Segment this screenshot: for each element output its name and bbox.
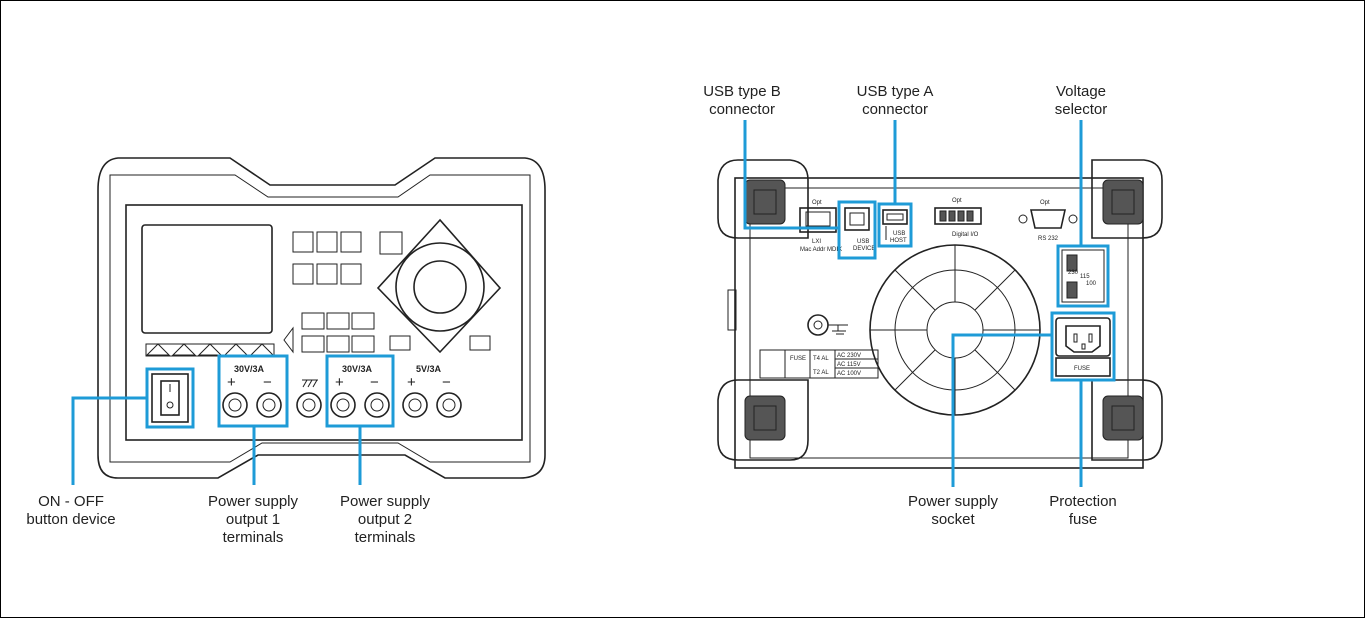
lan-port: Opt LXI Mac Addr MDIX [799, 200, 842, 253]
usb-a-label: USB type A connector [857, 83, 934, 118]
corner-bumpers [717, 159, 1163, 461]
spec-table: FUSE AC 230V AC 115V AC 100V T4 AL T2 AL [759, 349, 879, 379]
socket-label: Power supply socket [908, 493, 999, 528]
svg-text:Opt: Opt [1040, 200, 1050, 206]
ground-terminal [807, 314, 848, 336]
fuse-label: Protection fuse [1049, 493, 1117, 528]
minus-sign: − [442, 374, 451, 391]
svg-text:terminals: terminals [355, 529, 416, 546]
svg-text:DEVICE: DEVICE [853, 246, 875, 252]
usb-b-label: USB type B connector [703, 83, 781, 118]
svg-text:FUSE: FUSE [790, 356, 806, 362]
plus-sign: + [407, 374, 416, 391]
plus-sign: + [227, 374, 236, 391]
keypad [283, 231, 403, 354]
svg-text:Mac Addr MDIX: Mac Addr MDIX [800, 247, 842, 253]
plus-sign: + [335, 374, 344, 391]
svg-text:output 2: output 2 [358, 511, 412, 528]
output1-rating: 30V/3A [234, 364, 265, 374]
svg-text:115: 115 [1080, 274, 1090, 280]
svg-text:HOST: HOST [890, 238, 907, 244]
svg-text:AC 230V: AC 230V [837, 353, 861, 359]
svg-text:FUSE: FUSE [1074, 366, 1090, 372]
soft-keys [145, 343, 275, 357]
usb-a-port: USB HOST [882, 209, 908, 244]
power-socket [1055, 317, 1111, 357]
svg-text:Voltage: Voltage [1056, 83, 1106, 100]
onoff-label: ON - OFF button device [26, 493, 115, 528]
svg-text:100: 100 [1086, 281, 1097, 287]
fan-grille [869, 244, 1041, 416]
socket-callout-box [1050, 311, 1116, 382]
svg-text:USB: USB [893, 231, 905, 237]
output2-label: Power supply output 2 terminals [340, 493, 431, 546]
usb-b-leader [743, 120, 839, 230]
svg-text:RS 232: RS 232 [1038, 236, 1059, 242]
svg-text:T4 AL: T4 AL [813, 356, 829, 362]
svg-text:AC 115V: AC 115V [837, 362, 861, 368]
voltage-selector: 230 115 100 [1061, 249, 1105, 303]
output3-rating: 5V/3A [416, 364, 442, 374]
svg-text:Opt: Opt [812, 200, 822, 206]
svg-text:230: 230 [1068, 270, 1079, 276]
digital-io-connector: Opt Digital I/O [934, 198, 982, 238]
svg-text:USB type B: USB type B [703, 83, 781, 100]
svg-text:T2 AL: T2 AL [813, 370, 829, 376]
svg-text:output 1: output 1 [226, 511, 280, 528]
rs232-connector: Opt RS 232 [1018, 200, 1078, 242]
svg-text:Power supply: Power supply [908, 493, 999, 510]
svg-text:socket: socket [931, 511, 975, 528]
svg-text:selector: selector [1055, 101, 1108, 118]
fuse-holder: FUSE [1055, 357, 1111, 377]
output1-label: Power supply output 1 terminals [208, 493, 299, 546]
svg-text:USB type A: USB type A [857, 83, 934, 100]
svg-text:terminals: terminals [223, 529, 284, 546]
usb-b-port: USB DEVICE [844, 207, 875, 252]
minus-sign: − [370, 374, 379, 391]
svg-text:button device: button device [26, 511, 115, 528]
svg-text:Digital I/O: Digital I/O [952, 232, 979, 238]
svg-text:LXI: LXI [812, 239, 821, 245]
svg-text:connector: connector [862, 101, 928, 118]
svg-text:Opt: Opt [952, 198, 962, 204]
svg-text:ON - OFF: ON - OFF [38, 493, 104, 510]
minus-sign: − [263, 374, 272, 391]
output-terminals [222, 392, 462, 418]
rear-panel: Opt LXI Mac Addr MDIX USB DEVICE USB HOS… [717, 120, 1163, 487]
svg-text:connector: connector [709, 101, 775, 118]
voltage-callout-box [1056, 244, 1110, 308]
socket-leader [951, 333, 1052, 487]
front-panel: 30V/3A 30V/3A 5V/3A + − + − + − [71, 157, 546, 485]
ground-icon [302, 379, 318, 388]
svg-text:fuse: fuse [1069, 511, 1097, 528]
usb-b-callout-box [837, 200, 877, 260]
onoff-leader [71, 396, 147, 485]
output2-rating: 30V/3A [342, 364, 373, 374]
voltage-label: Voltage selector [1055, 83, 1108, 118]
power-switch [151, 373, 189, 423]
svg-text:Protection: Protection [1049, 493, 1117, 510]
svg-text:USB: USB [857, 239, 869, 245]
svg-text:AC 100V: AC 100V [837, 371, 861, 377]
svg-text:Power supply: Power supply [340, 493, 431, 510]
svg-text:Power supply: Power supply [208, 493, 299, 510]
rotary-knob [376, 218, 502, 354]
onoff-callout-box [145, 367, 195, 429]
